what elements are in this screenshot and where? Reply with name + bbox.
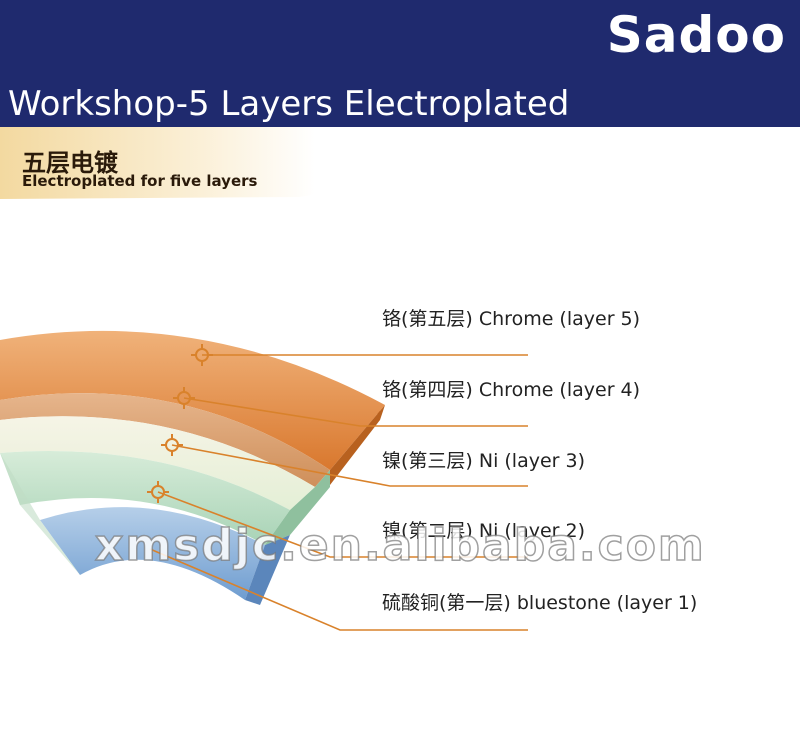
subheader-band <box>0 127 450 199</box>
leader-line-layer-4 <box>183 397 528 427</box>
leader-line-layer-1 <box>149 548 528 631</box>
slab-side-orange <box>330 405 385 485</box>
label-layer-3: 镍(第三层) Ni (layer 3) <box>382 450 585 472</box>
subtitle-chinese: 五层电镀 <box>22 148 118 177</box>
layer-5-chrome-top <box>0 330 385 470</box>
label-layer-5: 铬(第五层) Chrome (layer 5) <box>382 308 640 330</box>
marker-layer-4 <box>173 387 195 409</box>
layer-1-bluestone <box>40 507 265 600</box>
layer-diagram: 铬(第五层) Chrome (layer 5) 铬(第四层) Chrome (l… <box>0 308 697 631</box>
slab-side-green <box>265 470 330 545</box>
page-title: Workshop-5 Layers Electroplated <box>8 84 570 124</box>
marker-layer-3 <box>161 434 183 456</box>
header-banner: Sadoo Workshop-5 Layers Electroplated <box>0 0 800 127</box>
layer-3-nickel <box>0 416 315 510</box>
label-layer-1: 硫酸铜(第一层) bluestone (layer 1) <box>382 592 697 614</box>
marker-layer-2 <box>147 481 169 503</box>
subtitle-english: Electroplated for five layers <box>22 172 258 190</box>
leader-line-layer-3 <box>171 444 528 487</box>
watermark: xmsdjc.en.alibaba.com <box>94 519 706 572</box>
layer-2-nickel <box>0 450 290 545</box>
layer-4-chrome <box>0 393 330 487</box>
label-layer-2: 镍(第二层) Ni (layer 2) <box>382 520 585 542</box>
slab-side-blue <box>245 535 290 605</box>
marker-layer-5 <box>191 344 213 366</box>
label-layer-4: 铬(第四层) Chrome (layer 4) <box>382 379 640 401</box>
leader-line-layer-2 <box>157 491 528 558</box>
brand-logo: Sadoo <box>606 6 786 64</box>
